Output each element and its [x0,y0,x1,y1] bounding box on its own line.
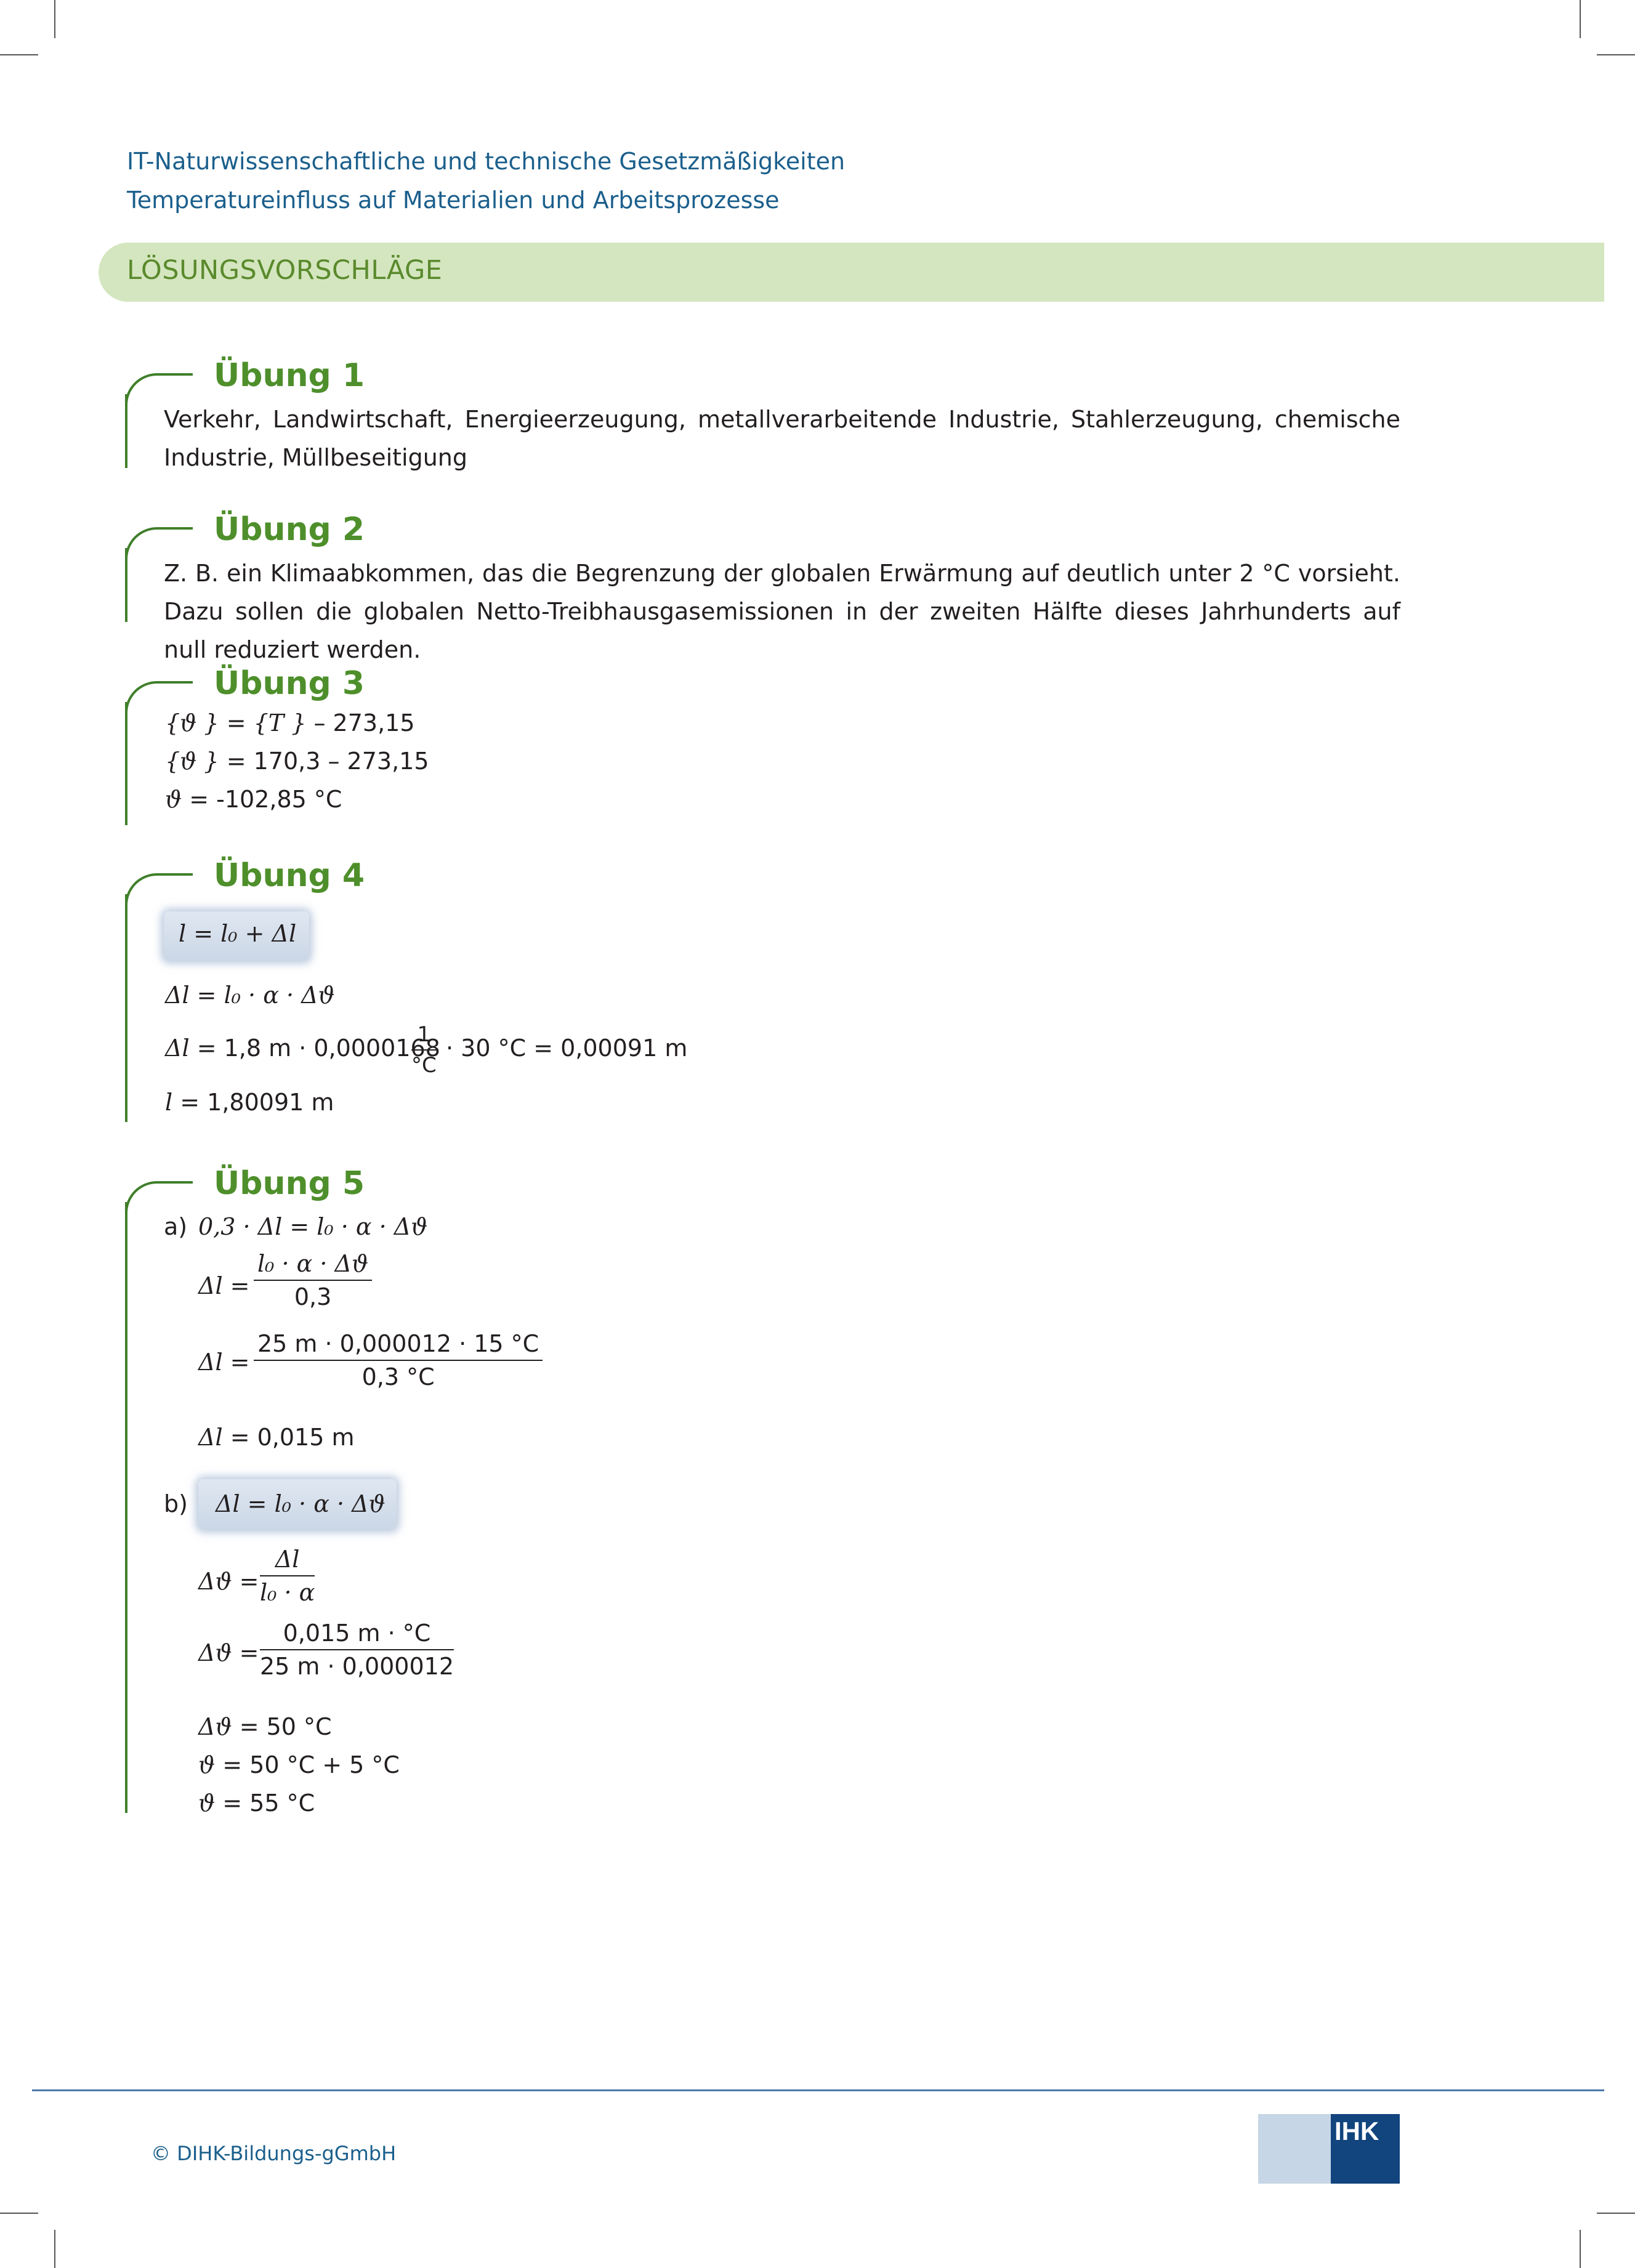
exercise-4-line-3: Δl = 1,8 m · 0,0000168 [165,1035,440,1062]
crop-mark [1580,0,1581,38]
part-a-fraction-2: 25 m · 0,000012 · 15 °C 0,3 °C [254,1330,543,1390]
copyright-notice: © DIHK-Bildungs-gGmbH [151,2142,397,2165]
part-b-lhs-2: Δϑ = [198,1639,259,1666]
exercise-2-text: Z. B. ein Klimaabkommen, das die Begrenz… [164,560,1400,663]
exercise-2-title: Übung 2 [214,511,365,548]
part-a-line-1: 0,3 · Δl = l₀ · α · Δϑ [198,1213,428,1240]
exercise-bracket-line [125,548,127,622]
exercise-4-line-3-end: · 30 °C = 0,00091 m [446,1035,688,1062]
part-b-label: b) [164,1490,188,1517]
exercise-bracket [125,681,193,713]
exercise-bracket [125,1181,193,1213]
crop-mark [1580,2230,1581,2268]
crop-mark [54,0,55,38]
exercise-bracket-line [125,702,127,825]
part-b-result-1: Δϑ = 50 °C [198,1713,332,1740]
braces-t: {T } [253,709,307,736]
ihk-logo: IHK [1258,2114,1400,2184]
exercise-4-title: Übung 4 [214,857,365,894]
part-b-formula-boxed: Δl = l₀ · α · Δϑ [216,1490,386,1517]
part-a-lhs-2: Δl = [198,1349,250,1376]
braces-theta: {ϑ } [165,709,219,736]
logo-light-block [1258,2114,1331,2184]
braces-theta: {ϑ } [165,748,219,775]
exercise-3-line-3: ϑ = -102,85 °C [165,786,342,813]
crop-mark [0,54,38,55]
logo-text: IHK [1334,2117,1379,2145]
part-a-result: Δl = 0,015 m [198,1424,355,1451]
crop-mark [54,2230,55,2268]
exercise-3-line-1: {ϑ } = {T } – 273,15 [165,709,415,736]
part-a-lhs-1: Δl = [198,1272,250,1299]
exercise-4-line-2: Δl = l₀ · α · Δϑ [165,982,335,1009]
crop-mark [1597,54,1635,55]
exercise-1-text: Verkehr, Landwirtschaft, Energieerzeugun… [164,406,1400,471]
exercise-3-title: Übung 3 [214,665,365,702]
crop-mark [0,2213,38,2214]
part-b-lhs-1: Δϑ = [198,1568,259,1595]
part-a-fraction-1: l₀ · α · Δϑ 0,3 [254,1250,373,1310]
exercise-bracket-line [125,394,127,468]
section-band: LÖSUNGSVORSCHLÄGE [99,243,1604,302]
exercise-bracket [125,873,193,905]
header-topic: Temperatureinfluss auf Materialien und A… [127,187,780,214]
crop-mark [1597,2213,1635,2214]
exercise-5-title: Übung 5 [214,1165,365,1202]
exercise-4-formula-boxed: l = l₀ + Δl [179,920,297,947]
part-b-fraction-2: 0,015 m · °C 25 m · 0,000012 [260,1620,454,1680]
highlighted-formula [164,911,309,961]
section-title: LÖSUNGSVORSCHLÄGE [127,255,443,286]
part-b-result-2: ϑ = 50 °C + 5 °C [198,1751,400,1778]
footer-divider [32,2089,1604,2091]
header-subject: IT-Naturwissenschaftliche und technische… [127,148,846,175]
highlighted-formula [198,1479,397,1530]
logo-dark-block [1331,2114,1400,2184]
part-b-result-3: ϑ = 55 °C [198,1790,315,1817]
part-a-label: a) [164,1213,188,1240]
exercise-4-line-4: l = 1,80091 m [165,1089,334,1116]
exercise-3-line-2: {ϑ } = 170,3 – 273,15 [165,748,429,775]
exercise-bracket-line [125,894,127,1122]
exercise-bracket-line [125,1202,127,1813]
exercise-1-title: Übung 1 [214,357,365,394]
part-b-fraction-1: Δl l₀ · α [260,1546,315,1606]
symbol-theta: ϑ [165,786,182,813]
fraction-per-degree: 1 °C [411,1022,437,1078]
